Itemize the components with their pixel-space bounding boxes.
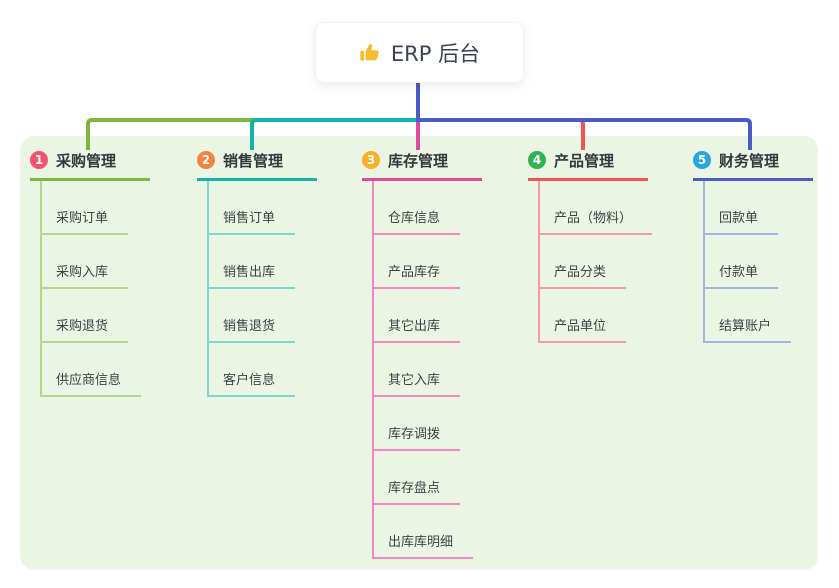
root-node-erp[interactable]: ERP 后台 (315, 22, 524, 83)
mindmap-background-panel (20, 136, 818, 570)
branch-inventory: 3 库存管理 仓库信息 产品库存 其它出库 其它入库 库存调拨 库存盘点 出库库… (362, 150, 512, 559)
mindmap-node[interactable]: 结算账户 (705, 289, 839, 343)
mindmap-node[interactable]: 产品（物料） (540, 181, 678, 235)
mindmap-node[interactable]: 其它出库 (374, 289, 512, 343)
mindmap-node[interactable]: 出库库明细 (374, 505, 512, 559)
branch-children: 回款单 付款单 结算账户 (703, 181, 839, 343)
branch-header[interactable]: 3 库存管理 (362, 150, 482, 181)
branch-title: 采购管理 (56, 151, 117, 170)
mindmap-node[interactable]: 产品库存 (374, 235, 512, 289)
branch-title: 产品管理 (554, 151, 615, 170)
branch-children: 仓库信息 产品库存 其它出库 其它入库 库存调拨 库存盘点 出库库明细 (372, 181, 512, 559)
mindmap-node[interactable]: 采购订单 (42, 181, 180, 235)
mindmap-node[interactable]: 库存调拨 (374, 397, 512, 451)
mindmap-node[interactable]: 其它入库 (374, 343, 512, 397)
branch-number-badge: 1 (30, 151, 48, 169)
branch-procurement: 1 采购管理 采购订单 采购入库 采购退货 供应商信息 (30, 150, 180, 397)
branch-header[interactable]: 1 采购管理 (30, 150, 150, 181)
mindmap-node[interactable]: 产品分类 (540, 235, 678, 289)
branch-children: 销售订单 销售出库 销售退货 客户信息 (207, 181, 347, 397)
mindmap-node[interactable]: 仓库信息 (374, 181, 512, 235)
mindmap-node[interactable]: 产品单位 (540, 289, 678, 343)
branch-number-badge: 3 (362, 151, 380, 169)
branch-header[interactable]: 2 销售管理 (197, 150, 317, 181)
mindmap-node[interactable]: 供应商信息 (42, 343, 180, 397)
branch-number-badge: 5 (693, 151, 711, 169)
mindmap-node[interactable]: 销售订单 (209, 181, 347, 235)
mindmap-node[interactable]: 销售退货 (209, 289, 347, 343)
mindmap-node[interactable]: 采购入库 (42, 235, 180, 289)
branch-title: 库存管理 (388, 151, 449, 170)
mindmap-node[interactable]: 客户信息 (209, 343, 347, 397)
branch-title: 财务管理 (719, 151, 780, 170)
branch-header[interactable]: 5 财务管理 (693, 150, 813, 181)
branch-finance: 5 财务管理 回款单 付款单 结算账户 (693, 150, 839, 343)
root-title: ERP 后台 (390, 41, 481, 66)
mindmap-node[interactable]: 采购退货 (42, 289, 180, 343)
branch-children: 采购订单 采购入库 采购退货 供应商信息 (40, 181, 180, 397)
branch-sales: 2 销售管理 销售订单 销售出库 销售退货 客户信息 (197, 150, 347, 397)
branch-header[interactable]: 4 产品管理 (528, 150, 648, 181)
branch-children: 产品（物料） 产品分类 产品单位 (538, 181, 678, 343)
branch-number-badge: 2 (197, 151, 215, 169)
branch-title: 销售管理 (223, 151, 284, 170)
thumbs-up-icon (359, 42, 381, 64)
branch-number-badge: 4 (528, 151, 546, 169)
mindmap-node[interactable]: 库存盘点 (374, 451, 512, 505)
mindmap-node[interactable]: 回款单 (705, 181, 839, 235)
mindmap-node[interactable]: 付款单 (705, 235, 839, 289)
mindmap-node[interactable]: 销售出库 (209, 235, 347, 289)
branch-product: 4 产品管理 产品（物料） 产品分类 产品单位 (528, 150, 678, 343)
